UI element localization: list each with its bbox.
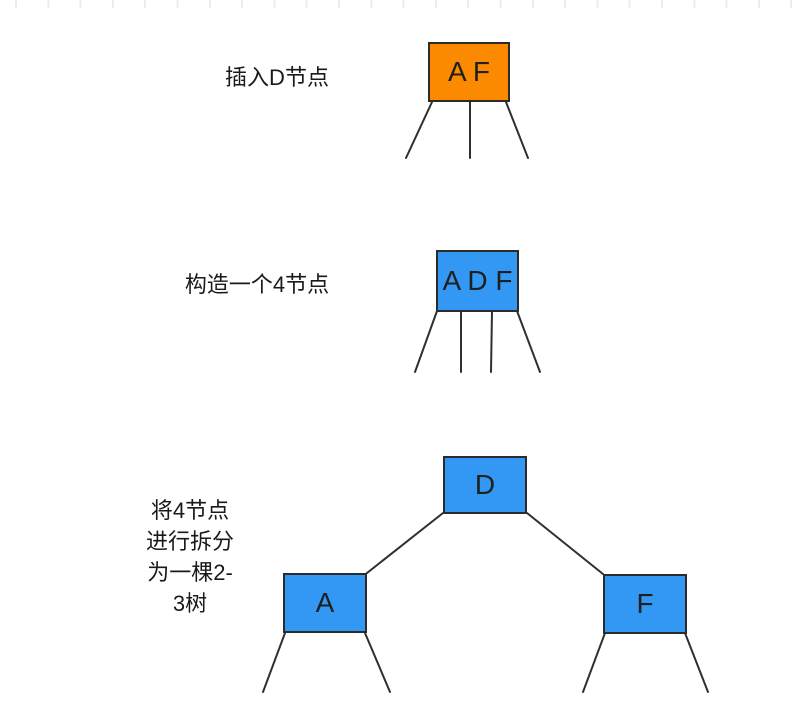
step3-f-left-leg [582,632,606,693]
step3-caption-line-1: 将4节点 [150,498,230,523]
node-adf-label: A D F [442,265,513,296]
step1-right-leg [505,101,529,159]
step1-caption: 插入D节点 [225,65,329,90]
node-f-label: F [636,588,654,619]
step3-a-left-leg [262,632,286,693]
step1-left-leg [405,101,433,159]
step3-edge-d-f [526,512,604,575]
step3-edge-d-a [366,512,444,574]
step3-a-right-leg [364,632,391,693]
node-d-label: D [474,469,496,500]
grid-ticks [15,0,796,8]
node-adf: A D F [436,250,519,312]
step2-leg-1 [414,310,438,373]
node-af-label: A F [447,56,490,87]
node-f: F [603,574,687,634]
step3-f-right-leg [684,632,709,693]
step3-caption: 将4节点 进行拆分 为一棵2- 3树 [125,495,255,619]
node-af: A F [428,42,510,102]
node-a-label: A [315,587,335,618]
step2-leg-3 [490,310,493,373]
node-d: D [443,456,527,514]
step3-caption-line-3: 为一棵2- [147,560,233,585]
step3-caption-line-2: 进行拆分 [145,529,234,554]
step2-caption: 构造一个4节点 [184,272,330,297]
step3-caption-line-4: 3树 [172,591,208,616]
node-a: A [283,573,367,633]
step2-leg-4 [516,310,541,373]
